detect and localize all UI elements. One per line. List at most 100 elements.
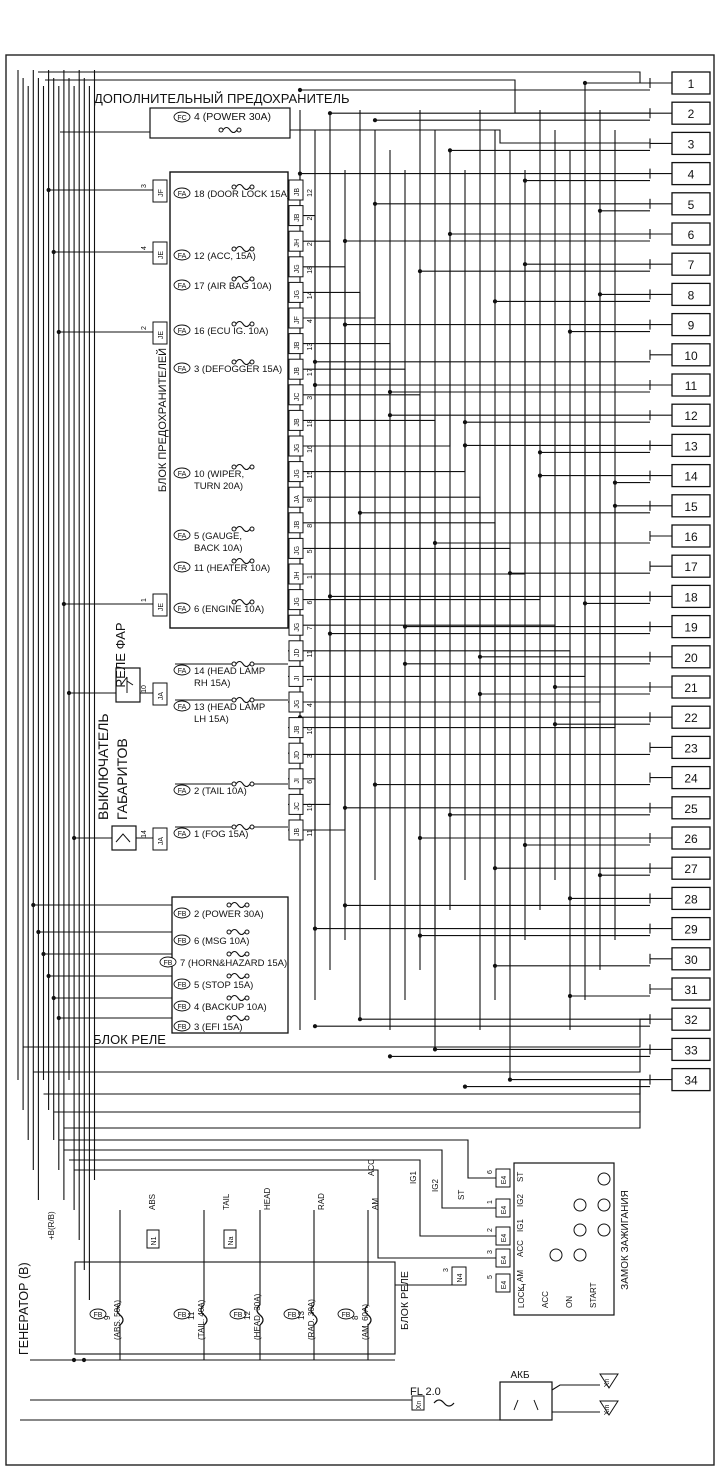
terminal-number: 23 xyxy=(684,741,698,755)
connector-pin: 10 xyxy=(141,685,148,693)
fuse-element-icon xyxy=(235,780,251,788)
ign-contact xyxy=(597,1198,611,1212)
connector-code: JE xyxy=(158,603,165,612)
junction-dot xyxy=(327,111,333,116)
ign-col-label: IG1 xyxy=(516,1219,525,1232)
fuse-element-icon xyxy=(235,557,251,565)
fusible-link-icon xyxy=(200,1304,208,1326)
fl-fuse-number: 11 xyxy=(187,1311,196,1320)
connector-pin: 2 xyxy=(307,217,314,221)
fuse-code: FB xyxy=(342,1312,351,1319)
fuse-code-badge xyxy=(173,249,191,261)
bottom-wire xyxy=(63,1079,650,1129)
connector-box xyxy=(152,593,168,617)
ign-wire-label: ST xyxy=(457,1190,466,1200)
connector-code: N4 xyxy=(457,1273,464,1282)
connector-code: JA xyxy=(158,837,165,846)
connector-box xyxy=(288,333,304,355)
connector-pin: 3 xyxy=(141,184,148,188)
connector-box xyxy=(288,256,304,278)
junction-dot xyxy=(41,951,46,957)
route-wire xyxy=(288,263,650,575)
connector-code: JB xyxy=(294,188,301,197)
connector-code: JG xyxy=(294,597,301,606)
fuse-code-badge xyxy=(173,529,191,541)
connector-code: JI xyxy=(294,778,301,784)
connector-code: JH xyxy=(294,239,301,248)
terminal-number: 7 xyxy=(688,258,695,272)
connector-code: JD xyxy=(294,649,301,658)
ign-wire xyxy=(58,1139,496,1179)
route-wire xyxy=(288,394,650,839)
connector-box xyxy=(288,768,304,790)
fuse-terminal xyxy=(249,824,255,830)
connector-box xyxy=(288,230,304,252)
terminal-box xyxy=(671,796,711,820)
terminal-box xyxy=(671,856,711,880)
fuse-code: FB xyxy=(178,1312,187,1319)
fuse-code: FA xyxy=(178,366,187,373)
fl-label: FL 2.0 xyxy=(410,1386,441,1398)
junction-dot xyxy=(507,1077,513,1082)
battery-box xyxy=(499,1381,553,1421)
fuse-code: FB xyxy=(178,982,187,989)
terminal-number: 34 xyxy=(684,1074,698,1088)
relay-block-frame xyxy=(74,1261,396,1355)
connector-code: E4 xyxy=(501,1234,508,1243)
terminal-number: 20 xyxy=(684,651,698,665)
route-wire xyxy=(288,624,650,688)
connector-pin: 3 xyxy=(307,396,314,400)
fuse-code: FA xyxy=(178,191,187,198)
terminal-number: 12 xyxy=(684,409,698,423)
route-wire xyxy=(288,522,650,869)
ign-wire xyxy=(74,1169,496,1259)
connector-box xyxy=(288,409,304,431)
fuse-code: FA xyxy=(178,704,187,711)
fuse-element-icon xyxy=(235,598,251,606)
fuse-code: FB xyxy=(178,938,187,945)
route-wire xyxy=(288,716,650,754)
fl-wire-label: HEAD xyxy=(263,1188,272,1210)
fuse-element-icon xyxy=(230,994,246,1002)
terminal-box xyxy=(671,1007,711,1031)
connector-code: JB xyxy=(294,725,301,734)
fuse-element-icon xyxy=(235,660,251,668)
terminal-number: 11 xyxy=(685,379,698,393)
fuse-element-icon xyxy=(222,126,238,134)
fuse-code-badge xyxy=(173,907,191,919)
terminal-number: 29 xyxy=(684,923,698,937)
ign-pin: 5 xyxy=(487,1275,494,1279)
wire xyxy=(290,129,650,144)
connector-box xyxy=(288,205,304,227)
fa-fuse-label: 12 (ACC, 15A) xyxy=(194,251,256,262)
fuse-code-badge xyxy=(173,1000,191,1012)
terminal-number: 16 xyxy=(684,530,698,544)
fl-wire-label: AM xyxy=(371,1198,380,1210)
connector-box xyxy=(288,435,304,457)
fa-fuse-label: 5 (GAUGE, xyxy=(194,531,242,542)
fb-fuse-label: 3 (EFI 15A) xyxy=(194,1022,243,1033)
route-wire xyxy=(288,368,650,628)
connector-pin: 10 xyxy=(307,803,314,811)
junction-dot xyxy=(582,80,588,86)
junction-dot xyxy=(297,87,303,93)
fuse-terminal xyxy=(226,995,232,1001)
fuse-terminal xyxy=(249,526,255,532)
fuse-element-icon xyxy=(230,950,246,958)
fuse-terminal xyxy=(244,951,250,957)
connector-pin: 10 xyxy=(307,727,314,735)
connector-box xyxy=(152,827,168,851)
fuse-code: FB xyxy=(178,1004,187,1011)
fa-fuse-label: 3 (DEFOGGER 15A) xyxy=(194,364,282,375)
route-wire xyxy=(288,173,650,191)
connector-box xyxy=(288,640,304,662)
connector-code: JE xyxy=(158,331,165,340)
fa-fuse-label: 13 (HEAD LAMP xyxy=(194,702,265,713)
terminal-number: 9 xyxy=(688,319,695,333)
fl-wire-label: ABS xyxy=(148,1194,157,1210)
connector-pin: 18 xyxy=(307,419,314,427)
connector-box xyxy=(288,691,304,713)
fuse-code: FB xyxy=(178,911,187,918)
connector-pin: 11 xyxy=(307,650,314,657)
extra-fuse-box xyxy=(149,107,291,139)
